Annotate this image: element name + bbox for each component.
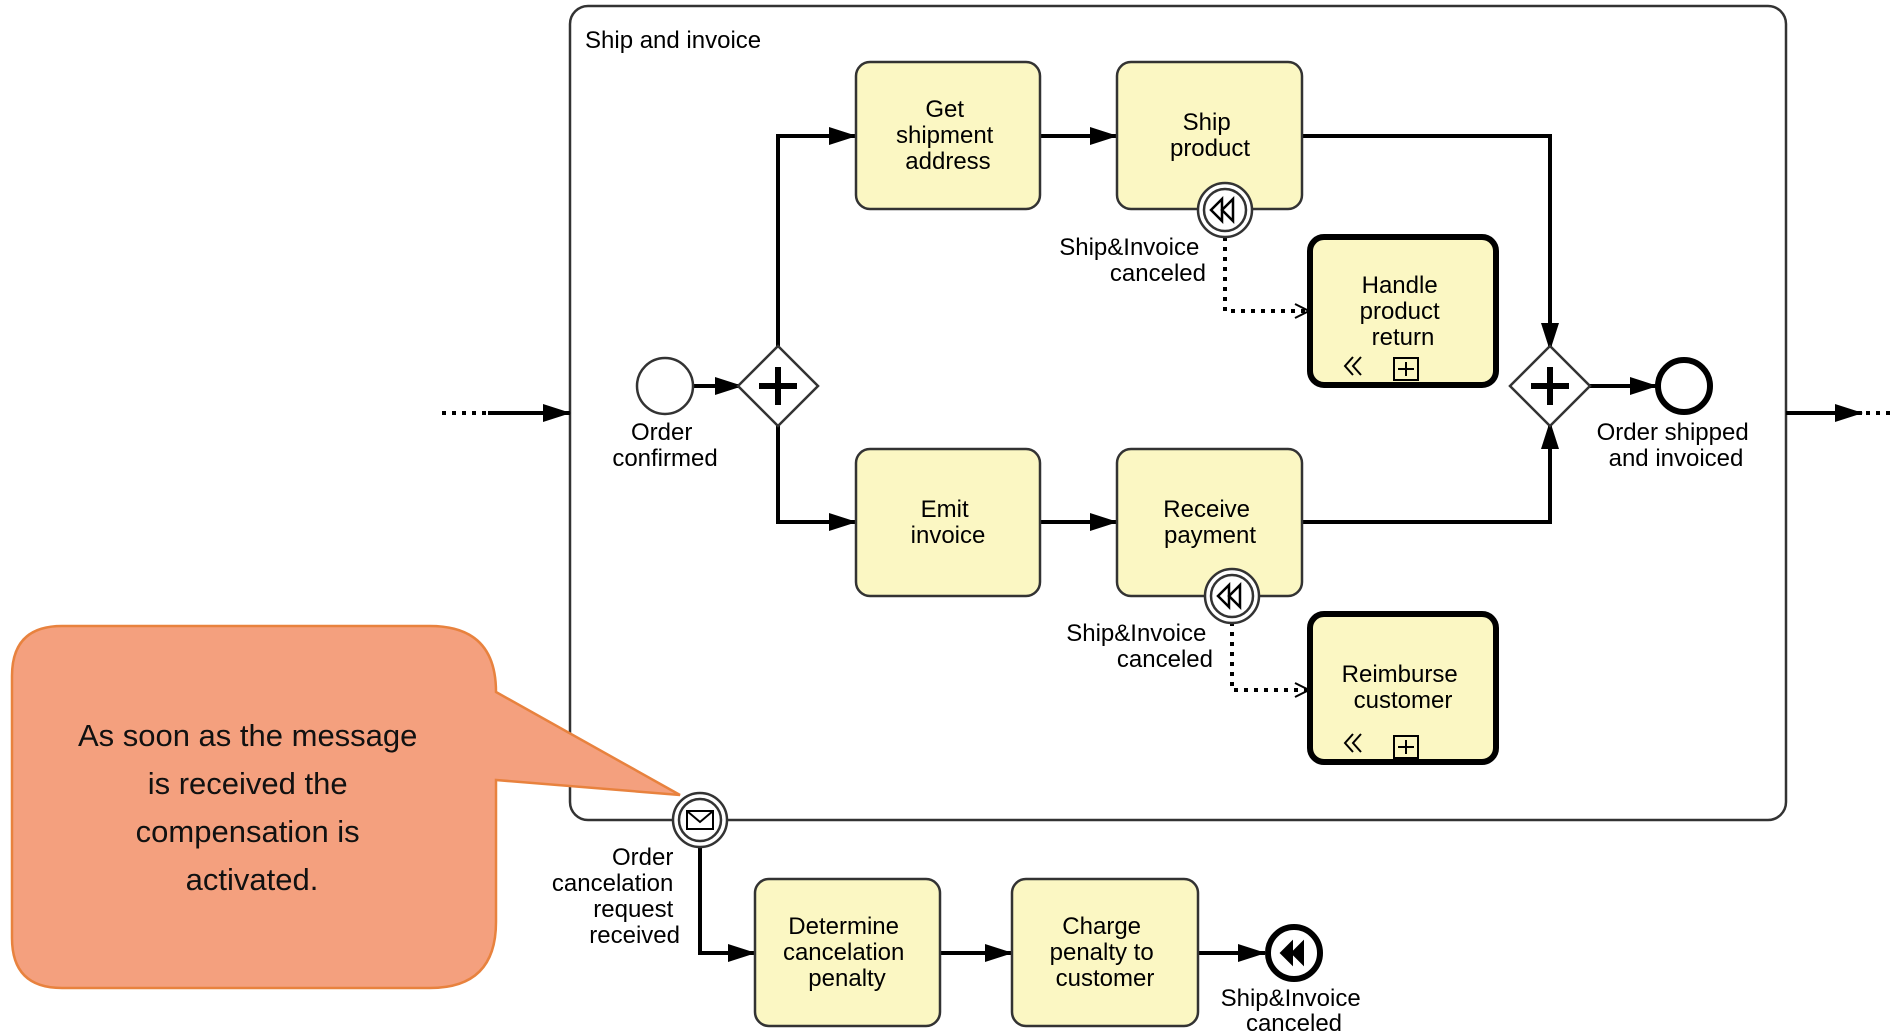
svg-text:Charge penalty to: Charge penalty to customer [1050,913,1161,992]
task-handle-product-return[interactable]: Handle product return [1307,234,1499,388]
envelope-icon [686,810,714,830]
end-event-order-shipped[interactable] [1655,357,1713,415]
task-determine-cancelation-penalty[interactable]: Determine cancelation penalty [753,877,942,1028]
end-event-label: Order shipped and invoiced [1597,419,1756,472]
compensation-icon [1343,356,1362,376]
parallel-gateway-join[interactable] [1508,344,1592,428]
start-event-order-confirmed[interactable] [635,356,695,416]
rewind-icon [1279,939,1304,967]
cancel-flows [698,842,1266,962]
callout-text: As soon as the message is received the c… [78,718,426,897]
task-receive-payment[interactable]: Receive payment [1115,447,1304,598]
svg-text:Ship product: Ship product [1170,109,1250,162]
callout-note: As soon as the message is received the c… [10,624,681,990]
expand-subprocess-icon[interactable] [1393,735,1419,759]
message-boundary-event[interactable] [671,791,729,849]
sequence-flows [694,127,1658,531]
task-charge-penalty-to-customer[interactable]: Charge penalty to customer [1010,877,1200,1028]
compensation-associations [1223,237,1309,690]
svg-text:Handle product ret: Handle product return [1360,272,1447,351]
task-reimburse-customer[interactable]: Reimburse customer [1307,611,1499,765]
rewind-icon [1216,581,1242,611]
compensation-icon [1343,733,1362,753]
parallel-gateway-split[interactable] [736,344,820,428]
svg-text:Emit invoice: Emit invoice [911,496,986,549]
compensation-boundary-label-1: Ship&Invoice canceled [1059,234,1206,287]
svg-text:Receive payment: Receive payment [1163,496,1256,549]
compensation-boundary-event-payment[interactable] [1203,567,1261,625]
compensation-end-event[interactable] [1265,924,1323,982]
compensation-boundary-event-ship[interactable] [1196,181,1254,239]
start-event-label: Order confirmed [612,419,717,472]
plus-icon [759,367,797,405]
task-get-shipment-address[interactable]: Get shipment address [854,60,1042,211]
compensation-end-label: Ship&Invoice canceled [1221,985,1368,1036]
plus-icon [1531,367,1569,405]
message-boundary-label: Order cancelation request received [552,844,680,949]
task-emit-invoice[interactable]: Emit invoice [854,447,1042,598]
compensation-boundary-label-2: Ship&Invoice canceled [1066,620,1213,673]
svg-text:Get shipment addre: Get shipment address [896,96,1000,175]
expand-subprocess-icon[interactable] [1393,357,1419,381]
rewind-icon [1209,195,1235,225]
subprocess-title: Ship and invoice [585,27,761,54]
svg-text:Reimburse customer: Reimburse customer [1342,661,1465,714]
svg-text:Determine cancelation: Determine cancelation penalty [783,913,911,992]
